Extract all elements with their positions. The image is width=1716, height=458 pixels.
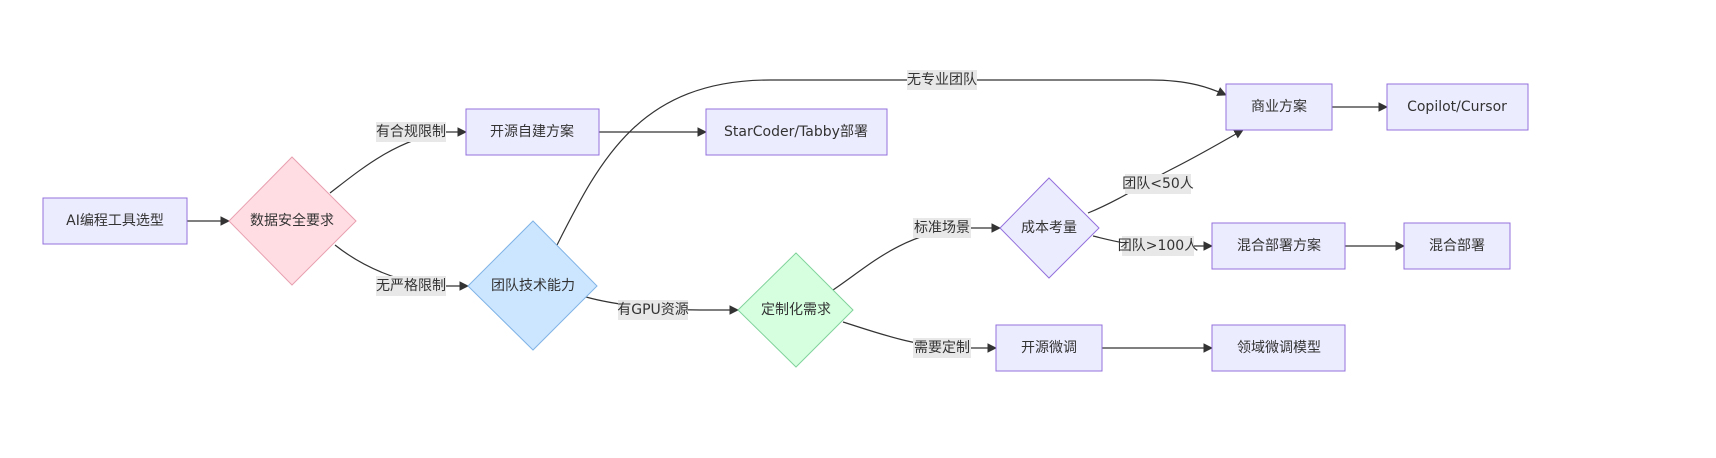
node-domain-model[interactable]: 领域微调模型: [1211, 324, 1346, 372]
svg-text:团队>100人: 团队>100人: [1118, 238, 1198, 254]
nodes: AI编程工具选型 数据安全要求 开源自建方案 StarCoder/Tabby部署…: [42, 83, 1529, 372]
svg-text:有合规限制: 有合规限制: [376, 124, 446, 140]
svg-text:StarCoder/Tabby部署: StarCoder/Tabby部署: [724, 124, 868, 140]
svg-text:开源微调: 开源微调: [1021, 340, 1077, 356]
svg-text:无严格限制: 无严格限制: [376, 278, 446, 294]
svg-text:混合部署: 混合部署: [1429, 238, 1485, 254]
svg-text:商业方案: 商业方案: [1251, 98, 1307, 115]
svg-text:数据安全要求: 数据安全要求: [250, 212, 334, 229]
edge-labels: 有合规限制 无严格限制 无专业团队 有GPU资源 标准场景 需要定制 团队<50…: [376, 70, 1198, 358]
svg-text:成本考量: 成本考量: [1021, 220, 1077, 236]
svg-text:AI编程工具选型: AI编程工具选型: [66, 213, 164, 229]
node-hybrid[interactable]: 混合部署方案: [1211, 222, 1346, 270]
node-commercial[interactable]: 商业方案: [1225, 83, 1333, 131]
edge-label-has-gpu: 有GPU资源: [617, 300, 689, 320]
svg-text:需要定制: 需要定制: [914, 340, 970, 356]
edge-label-compliance: 有合规限制: [376, 122, 446, 142]
svg-text:定制化需求: 定制化需求: [761, 302, 831, 318]
svg-text:无专业团队: 无专业团队: [907, 72, 977, 88]
edge-label-no-strict: 无严格限制: [376, 276, 446, 296]
svg-text:领域微调模型: 领域微调模型: [1237, 340, 1321, 356]
svg-text:混合部署方案: 混合部署方案: [1237, 237, 1321, 254]
edge-label-standard: 标准场景: [913, 218, 971, 238]
node-copilot[interactable]: Copilot/Cursor: [1386, 83, 1529, 131]
svg-text:开源自建方案: 开源自建方案: [490, 123, 574, 140]
node-security-decision[interactable]: 数据安全要求: [228, 156, 357, 286]
node-cost-decision[interactable]: 成本考量: [999, 177, 1100, 279]
node-hybrid-deploy[interactable]: 混合部署: [1403, 222, 1511, 270]
edge-label-need-custom: 需要定制: [913, 338, 971, 358]
svg-text:团队<50人: 团队<50人: [1122, 176, 1194, 192]
node-customization-decision[interactable]: 定制化需求: [737, 252, 854, 368]
svg-text:标准场景: 标准场景: [914, 220, 970, 236]
edge-label-no-team: 无专业团队: [907, 70, 977, 90]
svg-text:有GPU资源: 有GPU资源: [617, 302, 689, 318]
node-finetune[interactable]: 开源微调: [995, 324, 1103, 372]
node-team-tech-decision[interactable]: 团队技术能力: [467, 220, 598, 351]
edge-label-team-small: 团队<50人: [1122, 174, 1194, 194]
edge-label-team-large: 团队>100人: [1118, 236, 1198, 256]
edge-cost-to-commercial: [1087, 129, 1244, 214]
svg-text:团队技术能力: 团队技术能力: [491, 278, 575, 294]
node-starcoder[interactable]: StarCoder/Tabby部署: [705, 108, 888, 156]
node-opensource-self[interactable]: 开源自建方案: [465, 108, 600, 156]
node-start[interactable]: AI编程工具选型: [42, 197, 188, 245]
svg-text:Copilot/Cursor: Copilot/Cursor: [1407, 99, 1507, 115]
edge-team-tech-to-commercial: [556, 79, 1227, 246]
